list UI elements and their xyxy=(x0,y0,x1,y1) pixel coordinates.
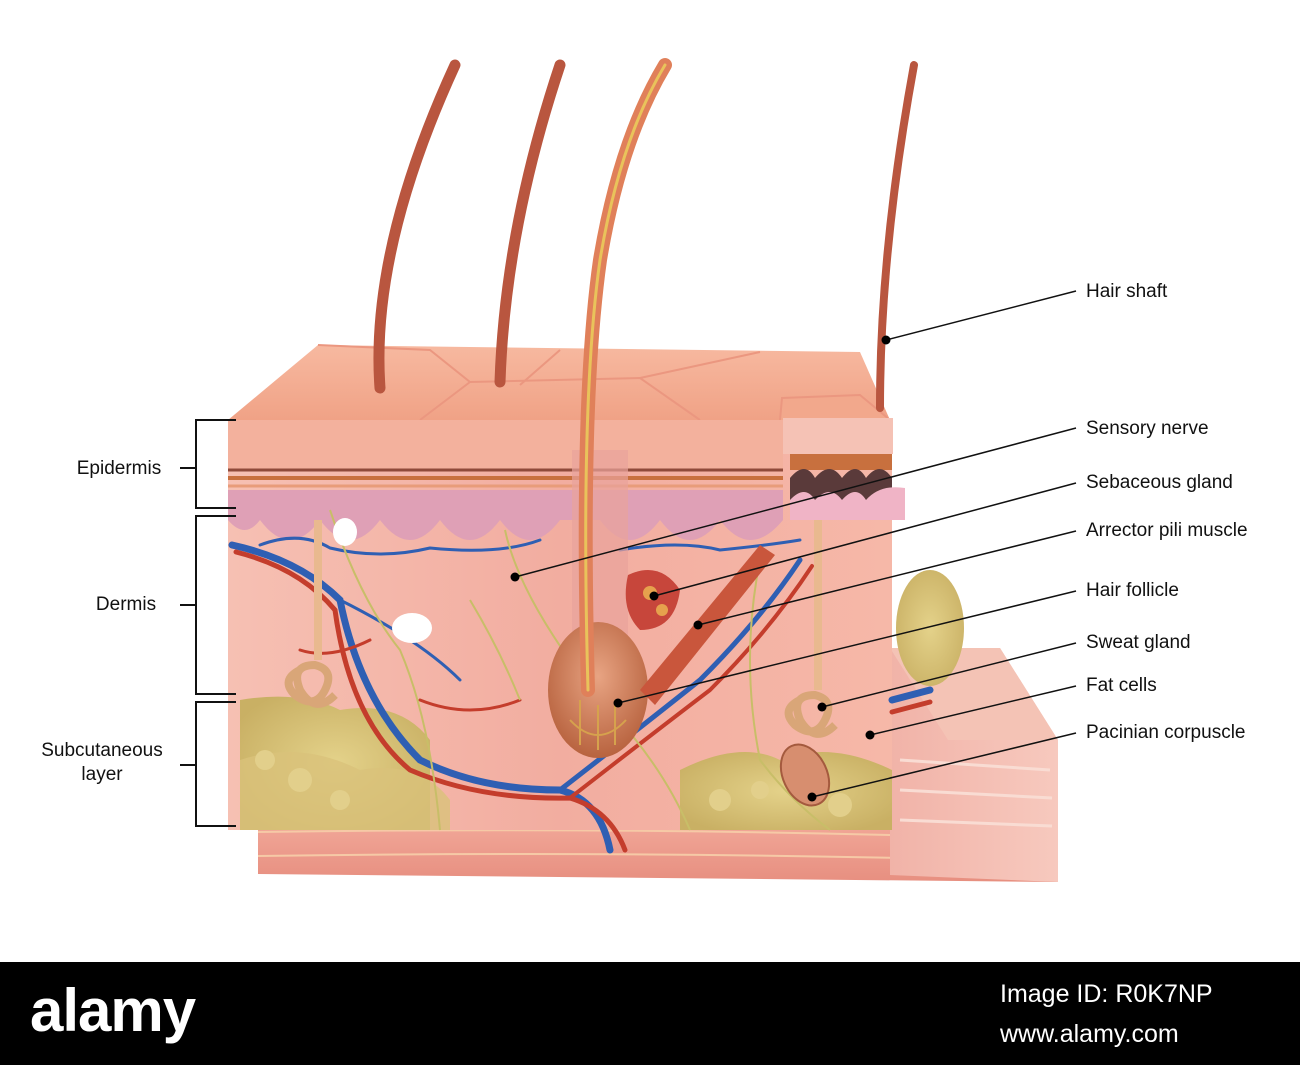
skin-surface xyxy=(228,344,891,421)
arrector-pili-muscle xyxy=(640,545,775,705)
label-sebaceous-gland: Sebaceous gland xyxy=(1086,472,1233,493)
right-step-block xyxy=(890,570,1058,882)
sweat-gland-right xyxy=(784,520,838,738)
label-sensory-nerve: Sensory nerve xyxy=(1086,418,1209,439)
sweat-gland-left xyxy=(284,520,338,708)
leader-lines xyxy=(514,290,1077,798)
vesicle-small xyxy=(333,518,357,546)
label-hair-shaft: Hair shaft xyxy=(1086,281,1168,302)
label-fat-cells: Fat cells xyxy=(1086,675,1157,696)
label-dermis: Dermis xyxy=(95,594,157,615)
label-subcutaneous: Subcutaneous xyxy=(41,740,163,761)
label-hair-follicle: Hair follicle xyxy=(1086,580,1179,601)
papillary-layer xyxy=(228,490,783,540)
label-arrector-pili-muscle: Arrector pili muscle xyxy=(1086,520,1248,541)
stepped-cutaway xyxy=(783,418,905,520)
label-sweat-gland: Sweat gland xyxy=(1086,632,1191,653)
vesicle-large xyxy=(392,613,432,643)
hair-shafts xyxy=(373,58,918,697)
epidermis-band xyxy=(228,420,783,488)
leader-dots xyxy=(510,335,891,802)
fat-lobule-round xyxy=(896,570,964,686)
image-id-text: Image ID: R0K7NP xyxy=(1000,980,1213,1008)
label-pacinian-corpuscle: Pacinian corpuscle xyxy=(1086,722,1246,743)
skin-cross-section-illustration xyxy=(180,58,1077,882)
layer-brackets xyxy=(180,419,236,827)
pacinian-corpuscle xyxy=(779,743,831,807)
site-url-text: www.alamy.com xyxy=(1000,1020,1179,1048)
label-subcutaneous-layer: layer xyxy=(81,764,123,785)
label-epidermis: Epidermis xyxy=(76,458,162,479)
alamy-logo: alamy xyxy=(30,977,196,1044)
watermark-footer: alamy Image ID: R0K7NP www.alamy.com xyxy=(0,962,1300,1065)
